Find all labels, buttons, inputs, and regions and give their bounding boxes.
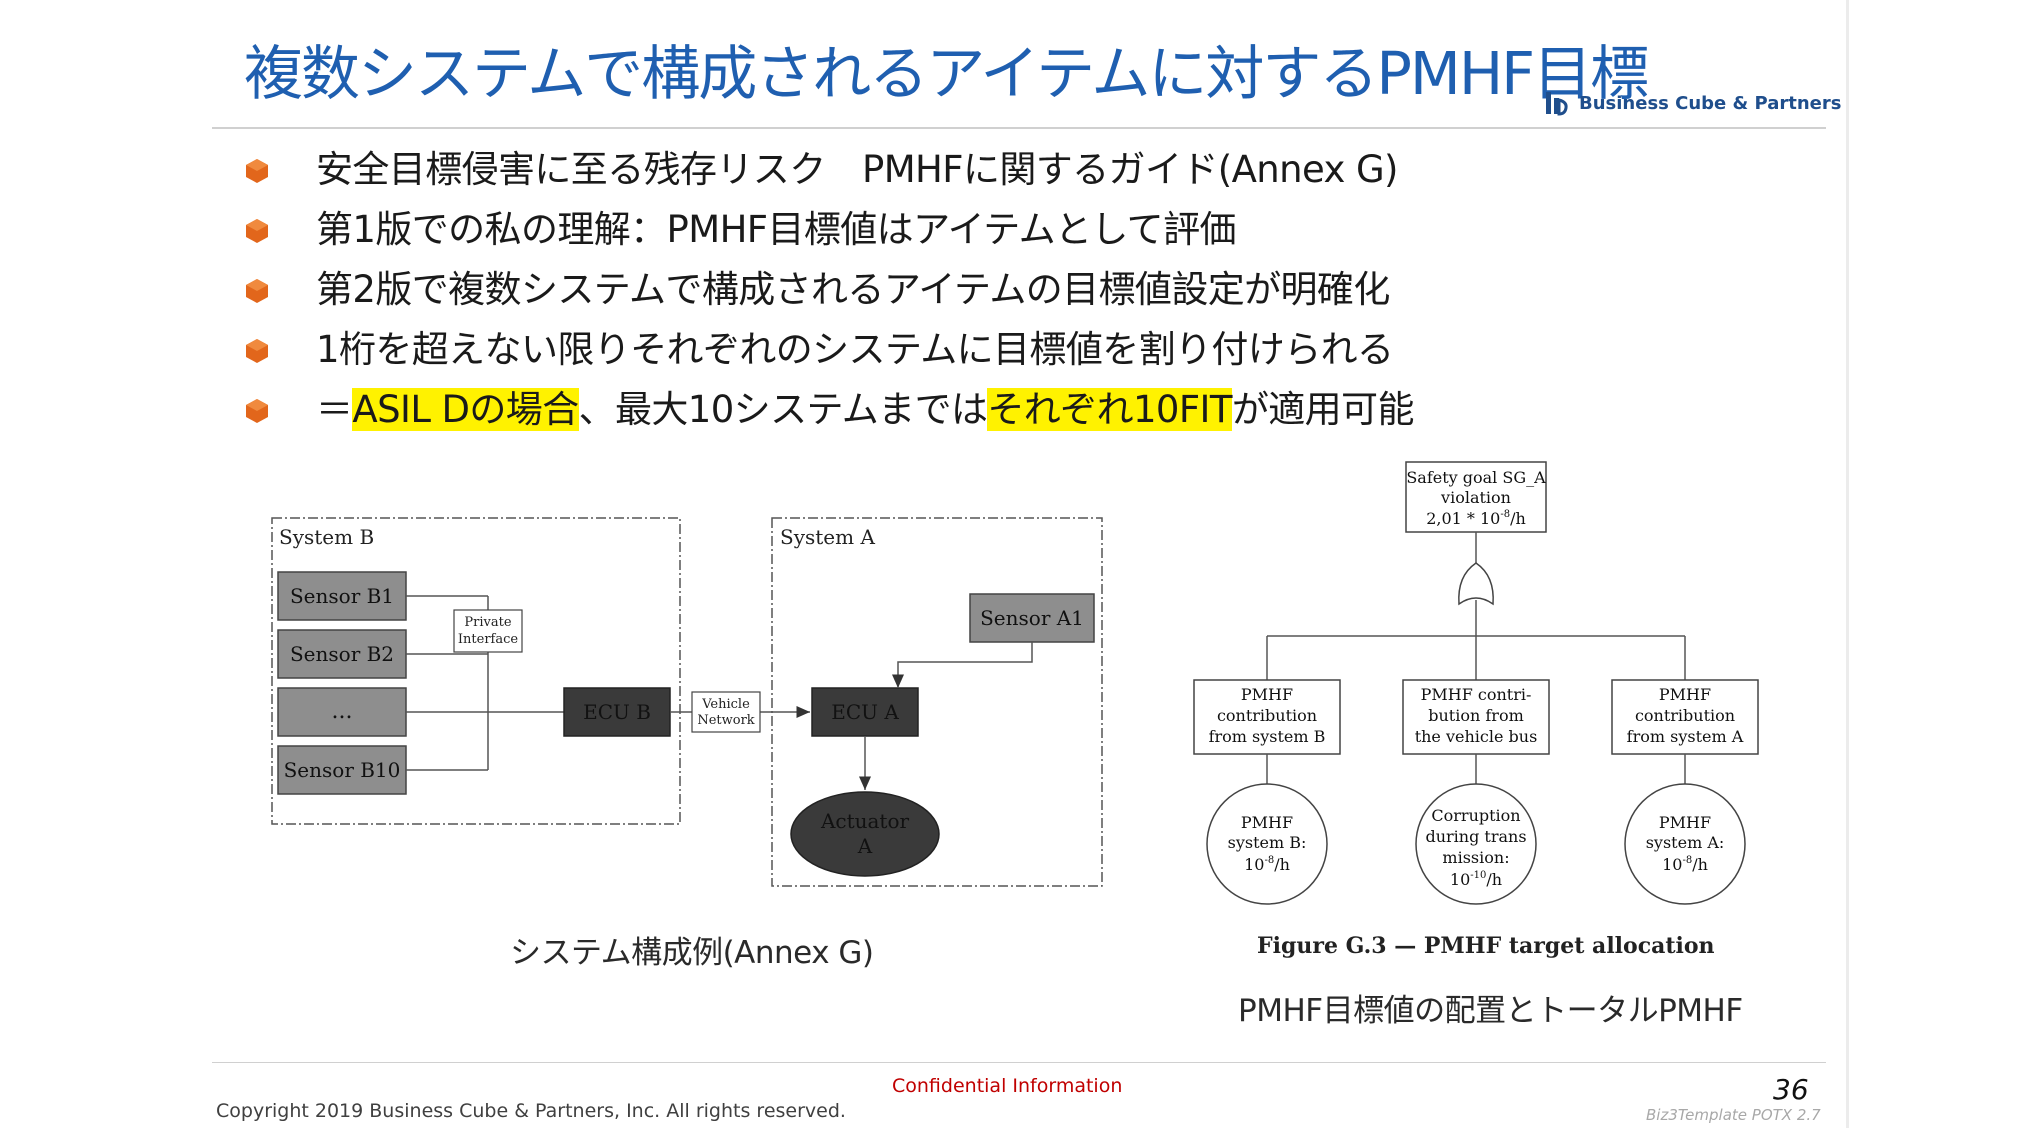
contribution-a-line-2: contribution xyxy=(1635,706,1735,725)
bullet-text: 第2版で複数システムで構成されるアイテムの目標値設定が明確化 xyxy=(316,268,1390,311)
slide-right-edge xyxy=(1846,0,1849,1128)
bullet-text: 安全目標侵害に至る残存リスク PMHFに関するガイド(Annex G) xyxy=(316,148,1398,191)
basic-event-b-line-2: system B: xyxy=(1228,833,1307,852)
contribution-bus-line-3: the vehicle bus xyxy=(1415,727,1538,746)
vehicle-network-box xyxy=(691,691,761,733)
vehicle-network-label-1: Vehicle xyxy=(701,697,750,712)
contribution-a-line-3: from system A xyxy=(1627,727,1744,746)
basic-event-bus-line-2: during trans xyxy=(1425,827,1526,846)
template-version: Biz3Template POTX 2.7 xyxy=(1646,1106,1821,1124)
actuator-ellipse xyxy=(790,791,940,877)
basic-event-bus-circle xyxy=(1415,783,1537,905)
sensor-a1-box xyxy=(969,593,1095,643)
pmhf-fault-tree: Safety goal SG_A violation 2,01 * 10-8/h… xyxy=(1193,461,1759,905)
contribution-bus-line-2: bution from xyxy=(1428,706,1524,725)
copyright-text: Copyright 2019 Business Cube & Partners,… xyxy=(216,1100,846,1122)
bullet-text: ＝ASIL Dの場合、最大10システムまではそれぞれ10FITが適用可能 xyxy=(316,388,1414,431)
basic-event-a-line-1: PMHF xyxy=(1659,813,1711,832)
sensor-b2-label: Sensor B2 xyxy=(290,642,394,666)
basic-event-a-circle xyxy=(1624,783,1746,905)
or-gate-icon xyxy=(1458,562,1494,606)
contribution-bus-box xyxy=(1402,679,1550,755)
slide-title: 複数システムで構成されるアイテムに対するPMHF目標 xyxy=(244,39,1649,108)
contribution-b-box xyxy=(1193,679,1341,755)
page-number: 36 xyxy=(1773,1073,1809,1106)
company-logo: Business Cube & Partners xyxy=(1545,88,1841,118)
basic-event-a-line-2: system A: xyxy=(1646,833,1725,852)
annex-g-diagrams: System B System A Sensor B1 Sensor B2 ..… xyxy=(271,461,1759,905)
figure-g3-caption: Figure G.3 — PMHF target allocation xyxy=(1257,933,1715,959)
highlight-10fit: それぞれ10FIT xyxy=(987,388,1232,431)
basic-event-b-line-1: PMHF xyxy=(1241,813,1293,832)
hexagon-bullet-icon xyxy=(246,399,268,423)
logo-mark-icon xyxy=(1546,92,1568,116)
footer-divider xyxy=(212,1062,1826,1063)
contribution-b-line-1: PMHF xyxy=(1241,685,1293,704)
system-b-label: System B xyxy=(279,525,374,549)
top-event-line-3: 2,01 * 10-8/h xyxy=(1426,509,1526,528)
system-architecture-diagram: System B System A Sensor B1 Sensor B2 ..… xyxy=(271,517,1103,887)
sensor-b10-label: Sensor B10 xyxy=(284,758,401,782)
hexagon-bullet-icon xyxy=(246,159,268,183)
ecu-b-label: ECU B xyxy=(583,700,651,724)
contribution-b-line-2: contribution xyxy=(1217,706,1317,725)
system-b-boundary xyxy=(271,517,681,825)
logo-text: Business Cube & Partners xyxy=(1579,92,1842,114)
contribution-b-line-3: from system B xyxy=(1209,727,1326,746)
title-divider xyxy=(212,127,1826,129)
system-a-label: System A xyxy=(780,525,875,549)
actuator-label-2: A xyxy=(857,834,873,858)
basic-event-bus-line-4: 10-10/h xyxy=(1450,870,1502,889)
confidential-label: Confidential Information xyxy=(892,1075,1123,1097)
sensor-b1-label: Sensor B1 xyxy=(290,584,394,608)
sensor-a1-connection xyxy=(892,642,1033,688)
top-event-line-1: Safety goal SG_A xyxy=(1406,468,1546,487)
top-event-line-2: violation xyxy=(1440,488,1511,507)
fault-tree-caption: PMHF目標値の配置とトータルPMHF xyxy=(1238,993,1743,1029)
basic-event-b-line-3: 10-8/h xyxy=(1244,855,1290,874)
hexagon-bullet-icon xyxy=(246,219,268,243)
private-interface-label-1: Private xyxy=(464,615,511,630)
basic-event-bus-line-3: mission: xyxy=(1442,848,1509,867)
sensor-ellipsis-box xyxy=(277,687,407,737)
ecu-a-box xyxy=(811,687,919,737)
bullet-text: 第1版での私の理解：PMHF目標値はアイテムとして評価 xyxy=(316,208,1236,251)
contribution-bus-line-1: PMHF contri- xyxy=(1421,685,1532,704)
top-event-box xyxy=(1405,461,1547,533)
sensor-a1-label: Sensor A1 xyxy=(980,606,1084,630)
vehicle-network-label-2: Network xyxy=(697,713,754,728)
basic-event-b-circle xyxy=(1206,783,1328,905)
hexagon-bullet-icon xyxy=(246,279,268,303)
bullet-text: 1桁を超えない限りそれぞれのシステムに目標値を割り付けられる xyxy=(316,328,1394,371)
basic-event-bus-line-1: Corruption xyxy=(1431,806,1520,825)
sensor-b1-box xyxy=(277,571,407,621)
hexagon-bullet-icon xyxy=(246,339,268,363)
private-interface-label-2: Interface xyxy=(458,632,518,647)
private-interface-box xyxy=(453,609,523,653)
ecu-a-label: ECU A xyxy=(831,700,899,724)
actuator-label-1: Actuator xyxy=(820,809,910,833)
highlight-asil-d: ASIL Dの場合 xyxy=(352,388,579,431)
contribution-a-box xyxy=(1611,679,1759,755)
sensor-ellipsis-label: ... xyxy=(332,699,353,724)
system-a-boundary xyxy=(771,517,1103,887)
contribution-a-line-1: PMHF xyxy=(1659,685,1711,704)
system-diagram-caption: システム構成例(Annex G) xyxy=(510,935,874,971)
basic-event-a-line-3: 10-8/h xyxy=(1662,855,1708,874)
